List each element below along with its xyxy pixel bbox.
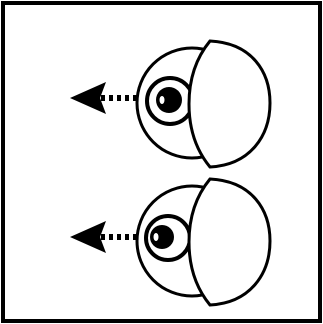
upper-eye-highlight xyxy=(160,96,165,104)
lower-eye-highlight xyxy=(154,233,159,241)
